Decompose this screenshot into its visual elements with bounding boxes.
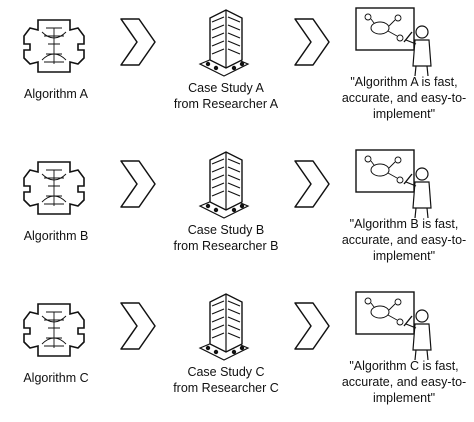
case-study-label: Case Study A from Researcher A (166, 80, 286, 112)
chevron-right-icon (292, 16, 332, 68)
case-study-title: Case Study A (188, 81, 264, 95)
case-study-title: Case Study C (187, 365, 265, 379)
chevron-right-icon (292, 158, 332, 210)
case-study-source: from Researcher A (173, 97, 279, 111)
quote-line: "Algorithm C is fast, (349, 359, 459, 373)
quote-line: accurate, and easy-to- (341, 233, 467, 247)
presenter-whiteboard-icon (352, 146, 436, 222)
quote-line: implement" (372, 249, 436, 263)
flow-row-b: Algorithm B Case Study B from Researcher… (0, 142, 474, 280)
office-building-icon (196, 148, 252, 220)
quote-label: "Algorithm C is fast, accurate, and easy… (336, 358, 472, 406)
case-study-source: from Researcher B (173, 239, 279, 253)
office-building-icon (196, 290, 252, 362)
case-study-label: Case Study C from Researcher C (166, 364, 286, 396)
algorithm-label: Algorithm C (23, 371, 89, 385)
presenter-whiteboard-icon (352, 4, 436, 80)
quote-line: implement" (372, 107, 436, 121)
case-study-source: from Researcher C (173, 381, 279, 395)
quote-label: "Algorithm A is fast, accurate, and easy… (336, 74, 472, 122)
puzzle-piece-icon (18, 14, 90, 78)
chevron-right-icon (118, 300, 158, 352)
case-study-label: Case Study B from Researcher B (166, 222, 286, 254)
flow-row-c: Algorithm C Case Study C from Researcher… (0, 284, 474, 422)
quote-line: accurate, and easy-to- (341, 91, 467, 105)
presenter-whiteboard-icon (352, 288, 436, 364)
flow-row-a: Algorithm A Case Study A from Researcher… (0, 0, 474, 138)
quote-line: "Algorithm B is fast, (349, 217, 459, 231)
chevron-right-icon (118, 16, 158, 68)
quote-label: "Algorithm B is fast, accurate, and easy… (336, 216, 472, 264)
puzzle-piece-icon (18, 298, 90, 362)
quote-line: "Algorithm A is fast, (350, 75, 458, 89)
puzzle-piece-icon (18, 156, 90, 220)
chevron-right-icon (118, 158, 158, 210)
algorithm-label: Algorithm A (24, 87, 88, 101)
chevron-right-icon (292, 300, 332, 352)
quote-line: accurate, and easy-to- (341, 375, 467, 389)
office-building-icon (196, 6, 252, 78)
algorithm-label: Algorithm B (23, 229, 89, 243)
case-study-title: Case Study B (187, 223, 265, 237)
quote-line: implement" (372, 391, 436, 405)
